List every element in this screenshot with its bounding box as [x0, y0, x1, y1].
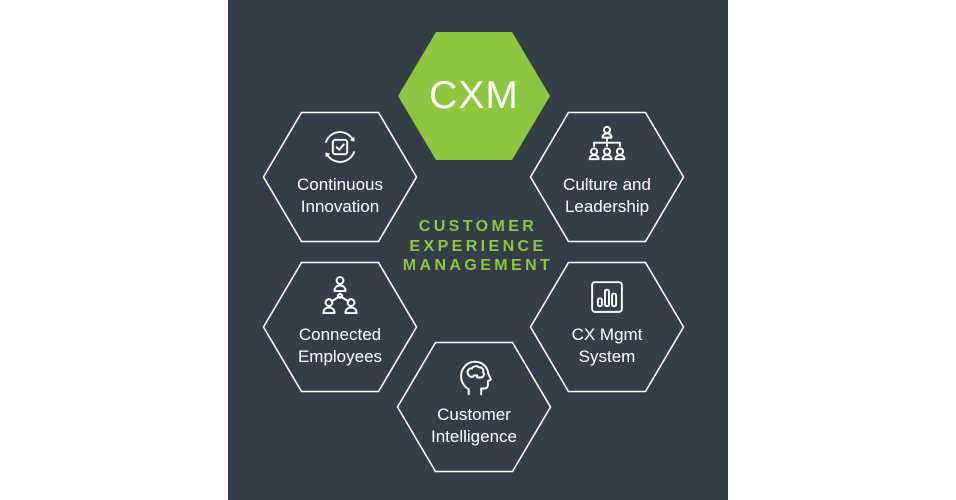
center-title-line-2: EXPERIENCE [409, 237, 547, 255]
hexagon-label: Customer Intelligence [396, 404, 552, 447]
hexagon-label: CX Mgmt System [529, 324, 685, 367]
hexagon-label: Culture and Leadership [529, 174, 685, 217]
hexagon-label-line: Leadership [564, 196, 650, 216]
hexagon-cx-mgmt-system: CX Mgmt System [529, 261, 685, 393]
center-title: CUSTOMER EXPERIENCE MANAGEMENT [391, 217, 565, 276]
hexagon-culture-leadership: Culture and Leadership [529, 111, 685, 243]
org-chart-icon [588, 125, 626, 161]
hexagon-label-line: Culture and [563, 175, 651, 194]
refresh-check-icon [325, 131, 355, 163]
bar-chart-icon [591, 281, 623, 313]
hexagon-fill [398, 32, 550, 160]
hexagon-label-line: Innovation [300, 196, 380, 216]
hexagon-outline [262, 261, 418, 393]
connected-people-icon [322, 276, 358, 315]
hexagon-connected-employees: Connected Employees [262, 261, 418, 393]
infographic-panel: CXM CUSTOMER EXPERIENCE MANAGEMENT Conti… [228, 0, 728, 500]
head-brain-icon [460, 360, 492, 396]
center-title-line-1: CUSTOMER [418, 218, 538, 235]
hexagon-label-line: Connected [298, 325, 382, 344]
cxm-label: CXM [429, 74, 519, 117]
hexagon-label: Continuous Innovation [262, 174, 418, 217]
hexagon-label-line: Intelligence [430, 426, 517, 446]
hexagon-label-line: System [578, 346, 636, 366]
hexagon-label-line: Customer [437, 405, 511, 424]
hexagon-label: Connected Employees [262, 324, 418, 367]
hexagon-label-line: Employees [297, 346, 383, 366]
hexagon-label-line: CX Mgmt [571, 325, 643, 344]
hexagon-outline [529, 111, 685, 243]
hexagon-outline [262, 111, 418, 243]
hexagon-continuous-innovation: Continuous Innovation [262, 111, 418, 243]
center-title-line-3: MANAGEMENT [402, 257, 554, 274]
hexagon-outline [396, 341, 552, 473]
cxm-center-hexagon: CXM [398, 32, 550, 160]
hexagon-customer-intelligence: Customer Intelligence [396, 341, 552, 473]
hexagon-outline [529, 261, 685, 393]
hexagon-label-line: Continuous [296, 175, 383, 194]
